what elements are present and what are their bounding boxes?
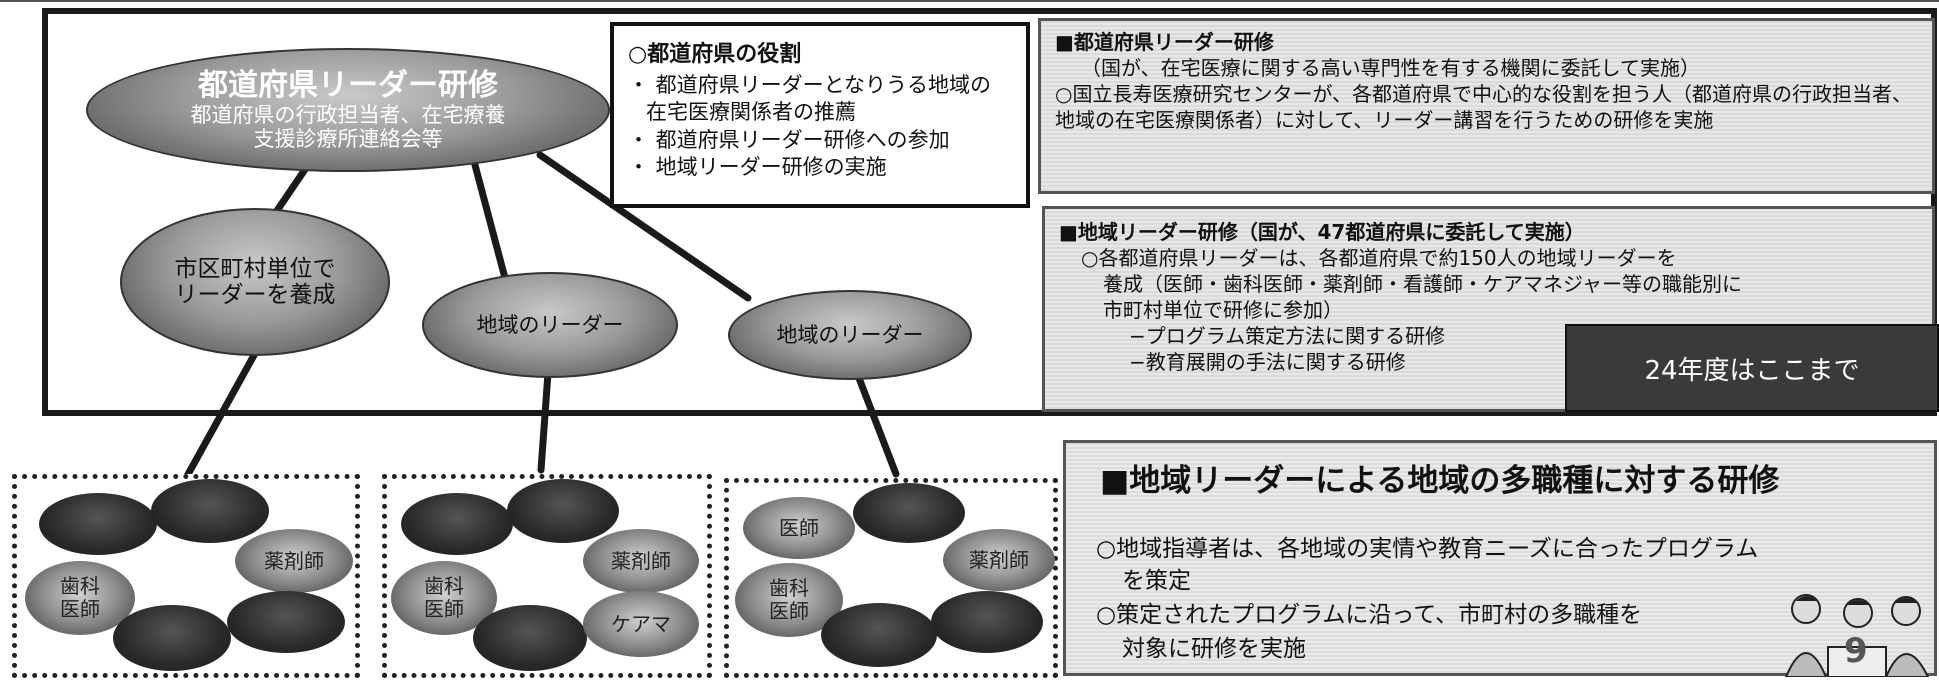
municipal-leader-ellipse: 市区町村単位で リーダーを養成 xyxy=(120,208,390,356)
profession-ellipse xyxy=(821,603,937,667)
dentist-label: 歯科 医師 xyxy=(60,574,100,621)
pharmacist-label: 薬剤師 xyxy=(611,548,671,573)
profession-ellipse xyxy=(39,493,157,555)
dentist-ellipse: 歯科 医師 xyxy=(25,561,135,635)
physician-ellipse: 医師 xyxy=(743,497,855,559)
multi-profession-line: を策定 xyxy=(1122,568,1191,594)
regional-leader-ellipse-2: 地域のリーダー xyxy=(728,290,972,380)
connector-regional1-to-group2 xyxy=(537,369,552,474)
prefecture-leader-training-sub2: 支援診療所連絡会等 xyxy=(253,127,443,152)
regional-training-line: 養成（医師・歯科医師・薬剤師・看護師・ケアマネジャー等の職能別に xyxy=(1103,272,1742,296)
regional-training-line: 市町村単位で研修に参加） xyxy=(1103,298,1343,322)
page-number: 9 xyxy=(1844,631,1868,671)
regional-training-box: ■地域リーダー研修（国が、47都道府県に委託して実施） ○各都道府県リーダーは、… xyxy=(1042,206,1935,412)
dentist-label: 歯科 医師 xyxy=(424,574,464,621)
top-rule xyxy=(0,0,1939,4)
regional-training-heading: ■地域リーダー研修（国が、47都道府県に委託して実施） xyxy=(1059,220,1585,244)
multi-profession-line: ○策定されたプログラムに沿って、市町村の多職種を xyxy=(1096,602,1643,628)
multi-profession-heading: ■地域リーダーによる地域の多職種に対する研修 xyxy=(1100,463,1780,499)
care-manager-label: ケアマ xyxy=(611,611,671,636)
prefecture-role-title: ○都道府県の役割 xyxy=(628,42,802,67)
physician-label: 医師 xyxy=(779,515,819,540)
prefecture-role-item: ・ 都道府県リーダーとなりうる地域の在宅医療関係者の推薦 xyxy=(628,73,992,125)
prefecture-training-heading: ■都道府県リーダー研修 xyxy=(1055,30,1274,54)
multi-profession-line: 対象に研修を実施 xyxy=(1122,636,1306,662)
pharmacist-label: 薬剤師 xyxy=(264,548,324,573)
profession-group-3: 医師 薬剤師 歯科 医師 xyxy=(724,478,1058,678)
multi-profession-box: ■地域リーダーによる地域の多職種に対する研修 ○地域指導者は、各地域の実情や教育… xyxy=(1063,440,1937,677)
prefecture-training-box: ■都道府県リーダー研修 （国が、在宅医療に関する高い専門性を有する機関に委託して… xyxy=(1038,18,1935,194)
profession-ellipse xyxy=(227,591,345,653)
profession-ellipse xyxy=(853,483,965,543)
profession-group-1: 薬剤師 歯科 医師 xyxy=(12,474,360,678)
prefecture-leader-training-title: 都道府県リーダー研修 xyxy=(198,67,498,103)
connector-leader-to-regional-2 xyxy=(536,151,752,302)
pharmacist-label: 薬剤師 xyxy=(969,547,1029,572)
profession-ellipse xyxy=(931,591,1043,653)
regional-leader-label-1: 地域のリーダー xyxy=(476,312,624,337)
fy24-badge: 24年度はここまで xyxy=(1565,324,1939,412)
regional-training-line: ○各都道府県リーダーは、各都道府県で約150人の地域リーダーを xyxy=(1081,246,1677,270)
prefecture-training-body: ○国立長寿医療研究センターが、各都道府県で中心的な役割を担う人（都道府県の行政担… xyxy=(1055,82,1913,132)
prefecture-leader-training-ellipse: 都道府県リーダー研修 都道府県の行政担当者、在宅療養 支援診療所連絡会等 xyxy=(86,48,610,172)
connector-leader-to-regional-1 xyxy=(471,161,509,282)
municipal-leader-line2: リーダーを養成 xyxy=(174,282,336,308)
profession-ellipse xyxy=(151,479,269,543)
connector-municipal-to-group1 xyxy=(182,344,262,482)
care-manager-ellipse: ケアマ xyxy=(583,591,699,657)
people-illustration xyxy=(1784,594,1930,677)
prefecture-leader-training-sub1: 都道府県の行政担当者、在宅療養 xyxy=(190,103,506,128)
regional-training-line: −プログラム策定方法に関する研修 xyxy=(1129,324,1446,348)
prefecture-training-sub: （国が、在宅医療に関する高い専門性を有する機関に委託して実施） xyxy=(1081,56,1700,80)
municipal-leader-line1: 市区町村単位で xyxy=(174,255,336,282)
regional-leader-ellipse-1: 地域のリーダー xyxy=(422,272,678,378)
profession-group-2: 薬剤師 歯科 医師 ケアマ xyxy=(382,474,712,678)
profession-ellipse xyxy=(507,479,619,543)
profession-ellipse xyxy=(113,605,231,671)
pharmacist-ellipse: 薬剤師 xyxy=(235,529,353,593)
prefecture-role-box: ○都道府県の役割 ・ 都道府県リーダーとなりうる地域の在宅医療関係者の推薦 ・ … xyxy=(610,22,1030,208)
prefecture-role-item: ・ 都道府県リーダー研修への参加 xyxy=(628,127,950,152)
regional-leader-label-2: 地域のリーダー xyxy=(776,322,924,347)
profession-ellipse xyxy=(473,605,587,671)
regional-training-line: −教育展開の手法に関する研修 xyxy=(1129,350,1406,374)
dentist-label: 歯科 医師 xyxy=(769,576,809,623)
pharmacist-ellipse: 薬剤師 xyxy=(943,529,1055,591)
profession-ellipse xyxy=(401,493,513,555)
multi-profession-line: ○地域指導者は、各地域の実情や教育ニーズに合ったプログラム xyxy=(1096,536,1759,562)
pharmacist-ellipse: 薬剤師 xyxy=(583,529,699,593)
prefecture-role-item: ・ 地域リーダー研修の実施 xyxy=(628,154,887,179)
